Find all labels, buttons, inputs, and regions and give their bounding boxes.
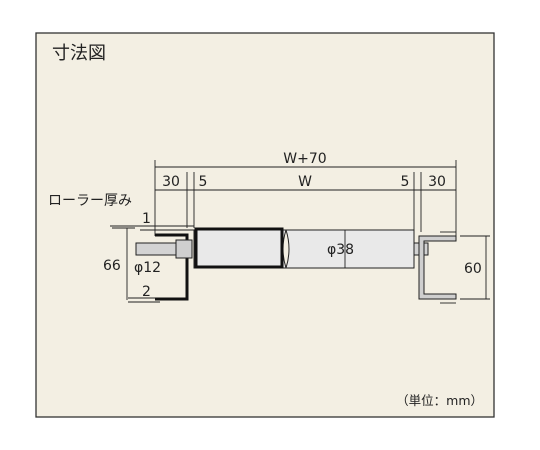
- roller-body-right: [285, 229, 415, 269]
- roller-diameter-label: φ38: [327, 242, 354, 258]
- roller-body-left: [193, 229, 287, 269]
- thickness-top-label: 1: [142, 211, 151, 227]
- left-margin-label: 30: [162, 174, 180, 190]
- right-gap-label: 5: [401, 174, 410, 190]
- left-gap-label: 5: [199, 174, 208, 190]
- left-height-label: 66: [103, 258, 121, 274]
- roller-thickness-label: ローラー厚み: [48, 193, 132, 209]
- drawing-title: 寸法図: [52, 43, 106, 64]
- roller-wall-left: [194, 227, 284, 269]
- left-frame-bracket: [155, 233, 189, 301]
- shaft-collar: [175, 239, 193, 259]
- overall-width-label: W+70: [283, 151, 326, 167]
- roller-width-label: W: [298, 174, 312, 190]
- right-frame-channel: [418, 235, 457, 300]
- right-height-label: 60: [464, 261, 482, 277]
- unit-note: （単位：mm）: [396, 393, 483, 408]
- drawing-frame: [35, 32, 495, 418]
- thickness-bottom-label: 2: [142, 284, 151, 300]
- shaft-diameter-label: φ12: [134, 260, 161, 276]
- right-margin-label: 30: [428, 174, 446, 190]
